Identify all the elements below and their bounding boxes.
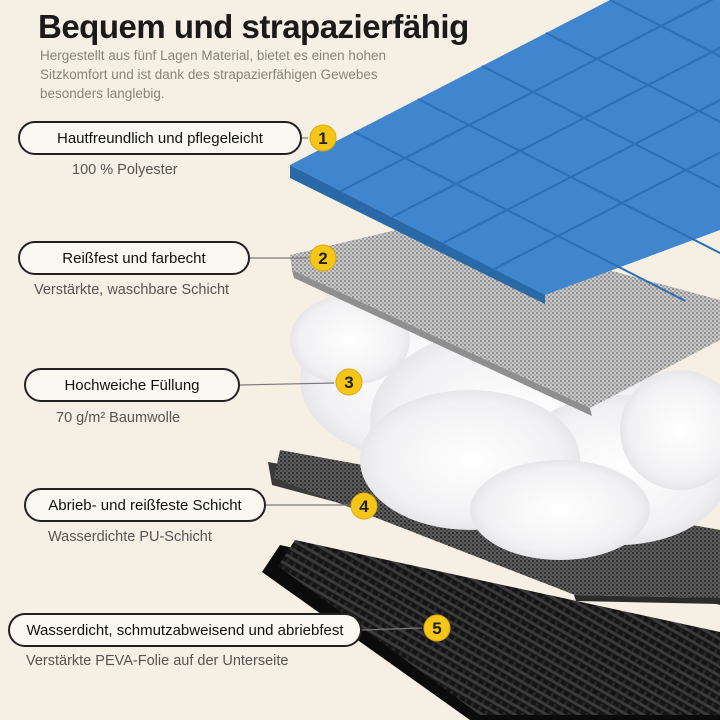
layer-5-detail: Verstärkte PEVA-Folie auf der Unterseite <box>26 653 289 669</box>
badge-4-number: 4 <box>359 497 369 516</box>
layer-3-label: Hochweiche Füllung <box>24 368 240 402</box>
page-description: Hergestellt aus fünf Lagen Material, bie… <box>40 48 386 101</box>
layer-1-detail: 100 % Polyester <box>72 162 178 178</box>
layer-3-detail: 70 g/m² Baumwolle <box>56 410 181 426</box>
layer-4-label: Abrieb- und reißfeste Schicht <box>24 488 266 522</box>
connector-lines <box>239 137 423 631</box>
quilt-seam <box>391 46 720 218</box>
quilt-seam <box>493 151 720 270</box>
badge-2-number: 2 <box>318 249 327 268</box>
layer-2-mesh-layer <box>290 222 720 416</box>
quilt-seam <box>442 99 720 244</box>
quilt-seam <box>340 0 714 192</box>
badge-3-number: 3 <box>344 373 353 392</box>
quilt-seam <box>481 65 720 189</box>
quilt-seam <box>353 131 686 302</box>
layer-5-label: Wasserdicht, schmutzabweisend und abrieb… <box>8 613 362 647</box>
badge-3: 3 <box>335 368 363 396</box>
badge-2: 2 <box>309 244 337 272</box>
quilt-seam <box>417 98 720 255</box>
page-title: Bequem und strapazierfähig <box>38 8 469 45</box>
badge-5: 5 <box>423 614 451 642</box>
badge-1: 1 <box>309 124 337 152</box>
layer-1-polyester-top <box>290 0 720 304</box>
layer-5-peva-film <box>262 540 720 720</box>
layer-4-detail: Wasserdichte PU-Schicht <box>48 529 212 545</box>
quilt-seam <box>545 32 720 123</box>
layer-2-label: Reißfest und farbecht <box>18 241 250 275</box>
layer-2-detail: Verstärkte, waschbare Schicht <box>34 282 230 298</box>
badge-1-number: 1 <box>318 129 327 148</box>
badge-4: 4 <box>350 492 378 520</box>
quilt-seam <box>609 0 720 58</box>
layer-1-label: Hautfreundlich und pflegeleicht <box>18 121 302 155</box>
badge-5-number: 5 <box>432 619 441 638</box>
layer-3-cotton-filling <box>290 295 720 560</box>
